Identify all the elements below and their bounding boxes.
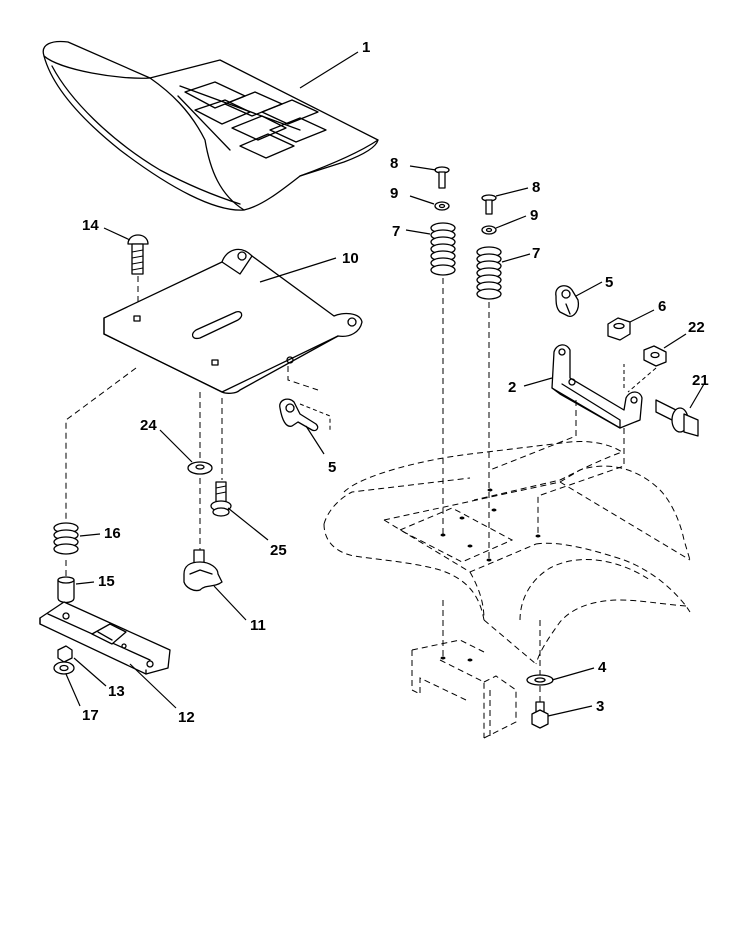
hex-nut-22 — [643, 345, 667, 367]
callout-15: 15 — [98, 573, 115, 590]
leader-1 — [299, 51, 359, 89]
seat-clip-right — [555, 285, 580, 317]
callout-1: 1 — [362, 39, 370, 56]
callout-22: 22 — [688, 319, 705, 336]
seat-bracket — [551, 344, 643, 429]
callout-7-left: 7 — [392, 223, 400, 240]
callout-5-left: 5 — [328, 459, 336, 476]
washer-17 — [53, 661, 75, 675]
callout-8-right: 8 — [532, 179, 540, 196]
callout-13: 13 — [108, 683, 125, 700]
carriage-bolt — [127, 234, 149, 275]
washer-9-right — [481, 225, 497, 235]
callout-14: 14 — [82, 217, 99, 234]
seat-pan — [103, 248, 363, 394]
callout-3: 3 — [596, 698, 604, 715]
spacer-15 — [57, 576, 75, 604]
seat-clip-left — [279, 398, 331, 432]
callout-9-right: 9 — [530, 207, 538, 224]
callout-5-right: 5 — [605, 274, 613, 291]
seat-slide-plate — [39, 601, 171, 675]
callout-11: 11 — [250, 617, 266, 634]
callout-24: 24 — [140, 417, 157, 434]
callout-12: 12 — [178, 709, 195, 726]
callout-8-left: 8 — [390, 155, 398, 172]
spring-7-left — [430, 222, 456, 276]
callout-9-left: 9 — [390, 185, 398, 202]
hex-bolt-3 — [531, 701, 549, 729]
callout-2: 2 — [508, 379, 516, 396]
callout-17: 17 — [82, 707, 99, 724]
tractor-chassis — [323, 441, 691, 739]
screw-8-right — [481, 194, 497, 215]
callout-21: 21 — [692, 372, 709, 389]
callout-16: 16 — [104, 525, 121, 542]
lock-nut-13 — [57, 645, 73, 663]
spring-7-right — [476, 246, 502, 300]
screw-8-left — [434, 166, 450, 189]
washer-9-left — [434, 201, 450, 211]
callout-7-right: 7 — [532, 245, 540, 262]
washer-24 — [187, 461, 213, 475]
seat — [42, 40, 379, 211]
spring-16 — [53, 522, 79, 555]
hex-nut-6 — [607, 317, 631, 341]
callout-25: 25 — [270, 542, 287, 559]
shoulder-bolt-25 — [210, 481, 232, 517]
callout-10: 10 — [342, 250, 359, 267]
chassis-holes — [440, 488, 541, 662]
callout-6: 6 — [658, 298, 666, 315]
callout-4: 4 — [598, 659, 607, 676]
flange-bolt-21 — [655, 399, 699, 437]
washer-4 — [526, 674, 554, 686]
adjustment-knob — [183, 549, 223, 592]
